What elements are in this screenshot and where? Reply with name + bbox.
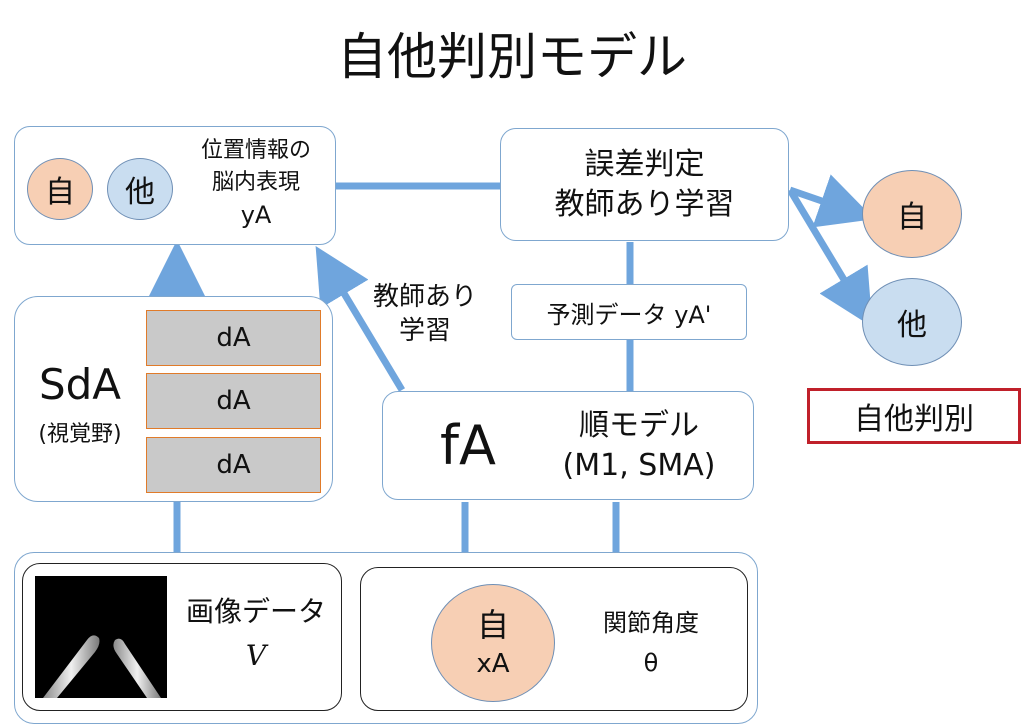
brain-representation-box: 自 他 位置情報の 脳内表現 yA	[14, 126, 336, 245]
page-title: 自他判別モデル	[337, 28, 687, 86]
prediction-data-box: 予測データ yA'	[511, 284, 747, 340]
image-data-label: 画像データ	[185, 595, 326, 628]
supervised-learning-label: 教師あり 学習	[355, 280, 495, 348]
forward-model-line1: 順モデル	[579, 408, 699, 443]
da-layer-1: dA	[146, 310, 321, 366]
output-self-circle: 自	[862, 170, 962, 258]
output-other-circle: 他	[862, 278, 962, 366]
position-info-label: 位置情報の 脳内表現 yA	[181, 135, 331, 231]
fa-name: fA	[440, 414, 496, 477]
position-info-line1: 位置情報の	[200, 138, 311, 163]
error-judgement-line1: 誤差判定	[584, 147, 705, 182]
arm-image-icon	[43, 635, 161, 698]
joint-angle-label: 関節角度	[603, 609, 699, 637]
xa-label: xA	[476, 649, 510, 679]
forward-model-line2: (M1, SMA)	[562, 448, 716, 483]
other-label: 他	[125, 175, 155, 210]
sda-sub: (視覚野)	[38, 422, 122, 447]
theta-symbol: θ	[643, 649, 659, 677]
forward-model-label: 順モデル (M1, SMA)	[539, 406, 739, 486]
sda-box: SdA (視覚野) dA dA dA	[14, 296, 333, 502]
line-error-to-other	[787, 188, 873, 327]
da-layer-3: dA	[146, 437, 321, 493]
image-symbol: V	[245, 639, 267, 672]
camera-image	[35, 576, 167, 698]
sda-name: SdA	[38, 360, 122, 409]
discrimination-label: 自他判別	[807, 388, 1021, 444]
line-fa-to-brain	[315, 245, 406, 392]
joint-self-circle: 自 xA	[431, 584, 555, 702]
error-judgement-line2: 教師あり学習	[554, 187, 735, 222]
output-self-label: 自	[897, 200, 927, 235]
other-circle: 他	[107, 158, 173, 220]
self-label: 自	[45, 175, 75, 210]
self-circle: 自	[27, 158, 93, 220]
da-layer-2: dA	[146, 373, 321, 429]
ya-label: yA	[240, 201, 272, 229]
line-error-to-self	[788, 174, 875, 228]
position-info-line2: 脳内表現	[211, 170, 300, 195]
joint-angle-box: 自 xA 関節角度 θ	[360, 567, 748, 711]
supervised-line2: 学習	[398, 316, 451, 346]
supervised-line1: 教師あり	[372, 282, 477, 312]
output-other-label: 他	[897, 308, 927, 343]
image-data-box: 画像データ V	[22, 563, 342, 711]
forward-model-box: fA 順モデル (M1, SMA)	[382, 391, 754, 500]
error-judgement-box: 誤差判定 教師あり学習	[500, 128, 789, 241]
joint-self-label: 自	[476, 606, 509, 644]
